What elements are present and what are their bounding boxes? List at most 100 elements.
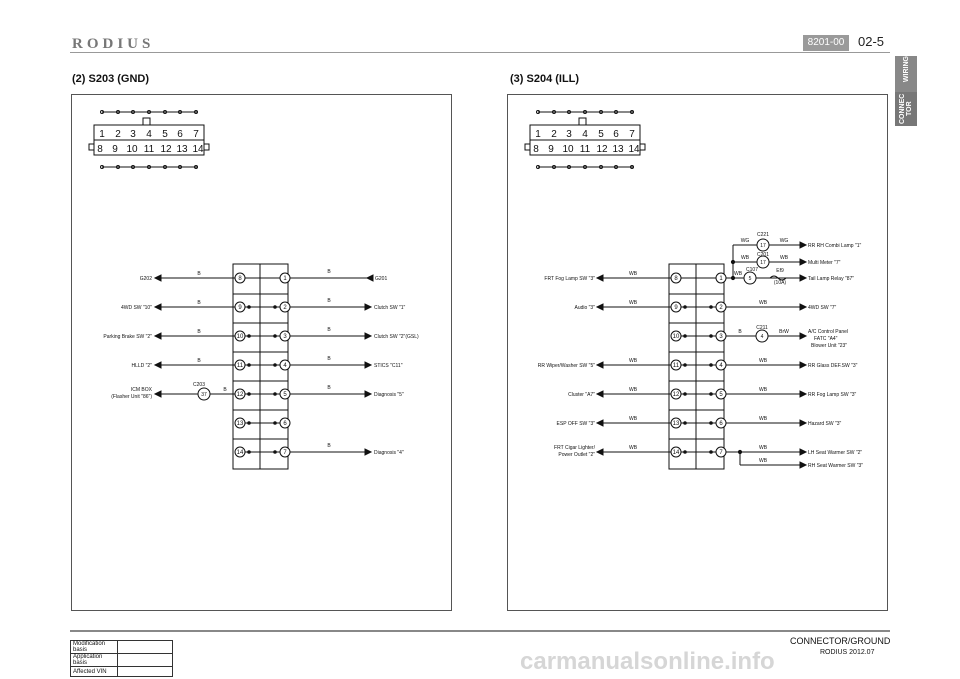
- right-wiring-diagram: 1 2 3 4 5 6 7 8 9 10 11 12 13 14 8 9 10: [524, 110, 863, 470]
- cf-pin: 11: [580, 144, 591, 155]
- wire-color: WB: [629, 387, 638, 393]
- tab-wiring[interactable]: WIRING: [895, 56, 917, 92]
- splice-pin: 13: [237, 421, 244, 427]
- right-label-rhseat: RH Seat Warmer SW "3": [808, 463, 863, 469]
- cf-pin: 1: [99, 129, 105, 140]
- right-label-meter: Multi Meter "7": [808, 260, 841, 266]
- cf-pin: 14: [192, 144, 204, 155]
- left-label-4wd: 4WD SW "10": [121, 305, 152, 311]
- table-row: Application basis: [70, 653, 173, 667]
- left-label-outlet: Power Outlet "2": [558, 452, 595, 458]
- cf-pin: 12: [160, 144, 172, 155]
- right-label-clutch2: Clutch SW "2"(GSL): [374, 334, 419, 340]
- splice-pin: 3: [719, 334, 723, 340]
- c203-pin: 37: [201, 392, 207, 398]
- right-label-rrfog: RR Fog Lamp SW "3": [808, 392, 857, 398]
- cf-pin: 11: [144, 144, 155, 155]
- splice-pin: 14: [237, 450, 244, 456]
- left-label-wiper: RR Wiper/Washer SW "5": [538, 363, 595, 369]
- table-row: Affected VIN: [70, 666, 173, 677]
- left-label-g202: G202: [140, 276, 152, 282]
- splice-pin: 12: [673, 392, 680, 398]
- wire-color: WG: [741, 238, 750, 244]
- cf-pin: 13: [612, 144, 624, 155]
- left-label-audio: Audio "3": [574, 305, 595, 311]
- cf-pin: 5: [162, 129, 168, 140]
- c211-name: C211: [756, 325, 768, 331]
- right-label-fatc: FATC "A4": [814, 336, 838, 342]
- splice-pin: 10: [237, 334, 244, 340]
- table-row: Modification basis: [70, 640, 173, 654]
- splice-pin: 1: [283, 276, 287, 282]
- right-label-stics: STICS "C11": [374, 363, 403, 369]
- cf-pin: 13: [176, 144, 188, 155]
- wire-color: WB: [629, 271, 638, 277]
- splice-pin: 2: [719, 305, 723, 311]
- wire-color: WB: [629, 358, 638, 364]
- c203-name: C203: [193, 382, 205, 388]
- wire-color: WB: [780, 255, 789, 261]
- splice-pin: 6: [719, 421, 723, 427]
- splice-pin: 7: [283, 450, 287, 456]
- wire-color: B: [197, 271, 201, 277]
- splice-pin: 5: [719, 392, 723, 398]
- wire-color: B: [738, 329, 742, 335]
- left-label-fog: FRT Fog Lamp SW "3": [544, 276, 595, 282]
- wire-color: WB: [759, 300, 768, 306]
- c201-name: C201: [757, 252, 769, 258]
- splice-block: [232, 263, 289, 470]
- left-wiring-diagram: 1 2 3 4 5 6 7 8 9 10 11 12 13 14: [88, 110, 419, 470]
- cf-pin: 6: [613, 129, 619, 140]
- brand-logo: RODIUS: [72, 36, 155, 52]
- ef9-name: Ef9: [776, 268, 784, 274]
- wire-color: B: [197, 358, 201, 364]
- splice-pin: 1: [719, 276, 723, 282]
- right-section-title: (3) S204 (ILL): [510, 73, 580, 85]
- splice-pin: 9: [238, 305, 242, 311]
- footer-title: CONNECTOR/GROUND: [790, 636, 891, 646]
- wire-color: WB: [629, 416, 638, 422]
- cf-pin: 7: [193, 129, 199, 140]
- left-diagram-panel: 1 2 3 4 5 6 7 8 9 10 11 12 13 14: [71, 94, 452, 611]
- right-label-g201: G201: [375, 276, 387, 282]
- left-label-icm: ICM BOX: [131, 387, 153, 393]
- wire-color: WB: [759, 458, 768, 464]
- wire-color: B: [223, 387, 227, 393]
- wire-color: WB: [759, 445, 768, 451]
- c221-pin: 17: [760, 243, 766, 249]
- wire-color: WB: [759, 387, 768, 393]
- c211-pin: 4: [761, 334, 764, 340]
- wire-color: WB: [629, 300, 638, 306]
- wire-color: WB: [734, 271, 743, 277]
- tab-connector-label: CONNEC TOR: [899, 93, 913, 125]
- splice-pin: 3: [283, 334, 287, 340]
- splice-pin: 10: [673, 334, 680, 340]
- cf-pin: 9: [548, 144, 554, 155]
- wire-color: B: [327, 327, 331, 333]
- cf-pin: 6: [177, 129, 183, 140]
- splice-pin: 4: [719, 363, 723, 369]
- wire-color: WB: [629, 445, 638, 451]
- splice-pin: 11: [237, 363, 244, 369]
- c201-pin: 17: [760, 260, 766, 266]
- tab-connector[interactable]: CONNEC TOR: [895, 92, 917, 126]
- cf-pin: 2: [551, 129, 557, 140]
- left-label-cigar: FRT Cigar Lighter/: [554, 445, 596, 451]
- splice-pin: 8: [674, 276, 678, 282]
- splice-pin: 14: [673, 450, 680, 456]
- modification-table: Modification basis Application basis Aff…: [70, 640, 173, 677]
- wire-color: BrW: [779, 329, 789, 335]
- left-label-esp: ESP OFF SW "3": [557, 421, 596, 427]
- right-label-4wd: 4WD SW "7": [808, 305, 836, 311]
- cf-pin: 5: [598, 129, 604, 140]
- splice-pin: 8: [238, 276, 242, 282]
- wire-color: B: [327, 356, 331, 362]
- right-label-blower: Blower Unit "23": [811, 343, 847, 349]
- right-label-hazard: Hazard SW "3": [808, 421, 842, 427]
- cf-pin: 4: [582, 129, 588, 140]
- c107-name: C107: [746, 267, 758, 273]
- right-label-tail: Tail Lamp Relay "87": [808, 276, 854, 282]
- watermark: carmanualsonline.info: [520, 648, 775, 675]
- cf-pin: 12: [596, 144, 608, 155]
- splice-pin: 6: [283, 421, 287, 427]
